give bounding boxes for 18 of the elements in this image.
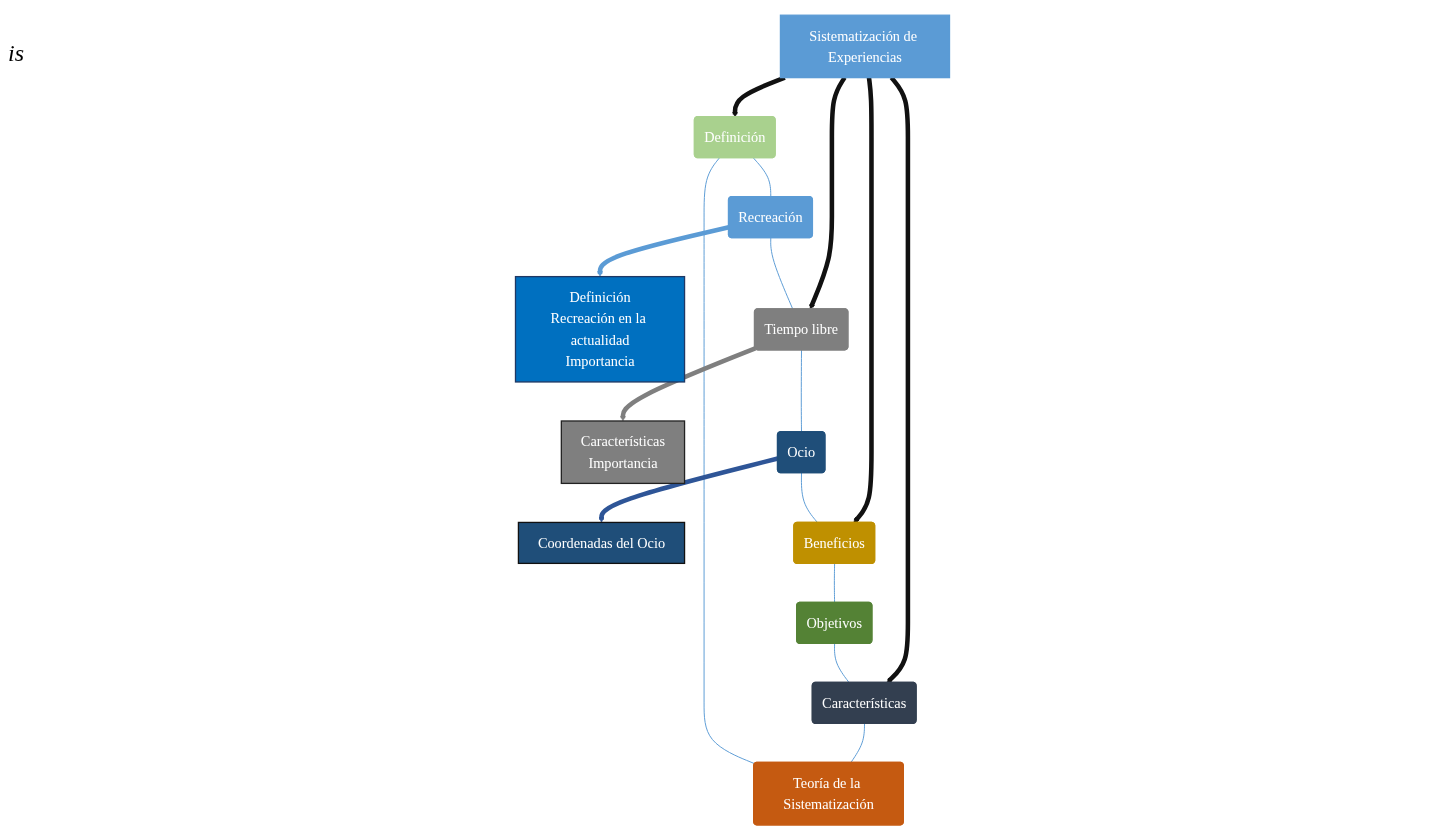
node-box: Definición Recreación en la actualidad Importancia bbox=[514, 275, 686, 383]
node-box: Características Importancia bbox=[560, 420, 686, 485]
connector bbox=[703, 157, 756, 765]
arrow bbox=[809, 76, 847, 310]
arrow bbox=[732, 75, 786, 118]
connector bbox=[850, 723, 865, 764]
arrow bbox=[620, 346, 757, 422]
connector bbox=[800, 349, 802, 433]
connector bbox=[834, 643, 850, 684]
connector bbox=[833, 563, 836, 604]
note-text: is bbox=[8, 40, 24, 67]
connector bbox=[752, 157, 772, 198]
arrow bbox=[886, 76, 911, 683]
node-box: Sistematización de Experiencias bbox=[779, 14, 951, 79]
connector bbox=[770, 237, 794, 310]
arrow bbox=[853, 77, 874, 523]
node-box: Coordenadas del Ocio bbox=[517, 521, 686, 565]
connector bbox=[800, 472, 819, 524]
